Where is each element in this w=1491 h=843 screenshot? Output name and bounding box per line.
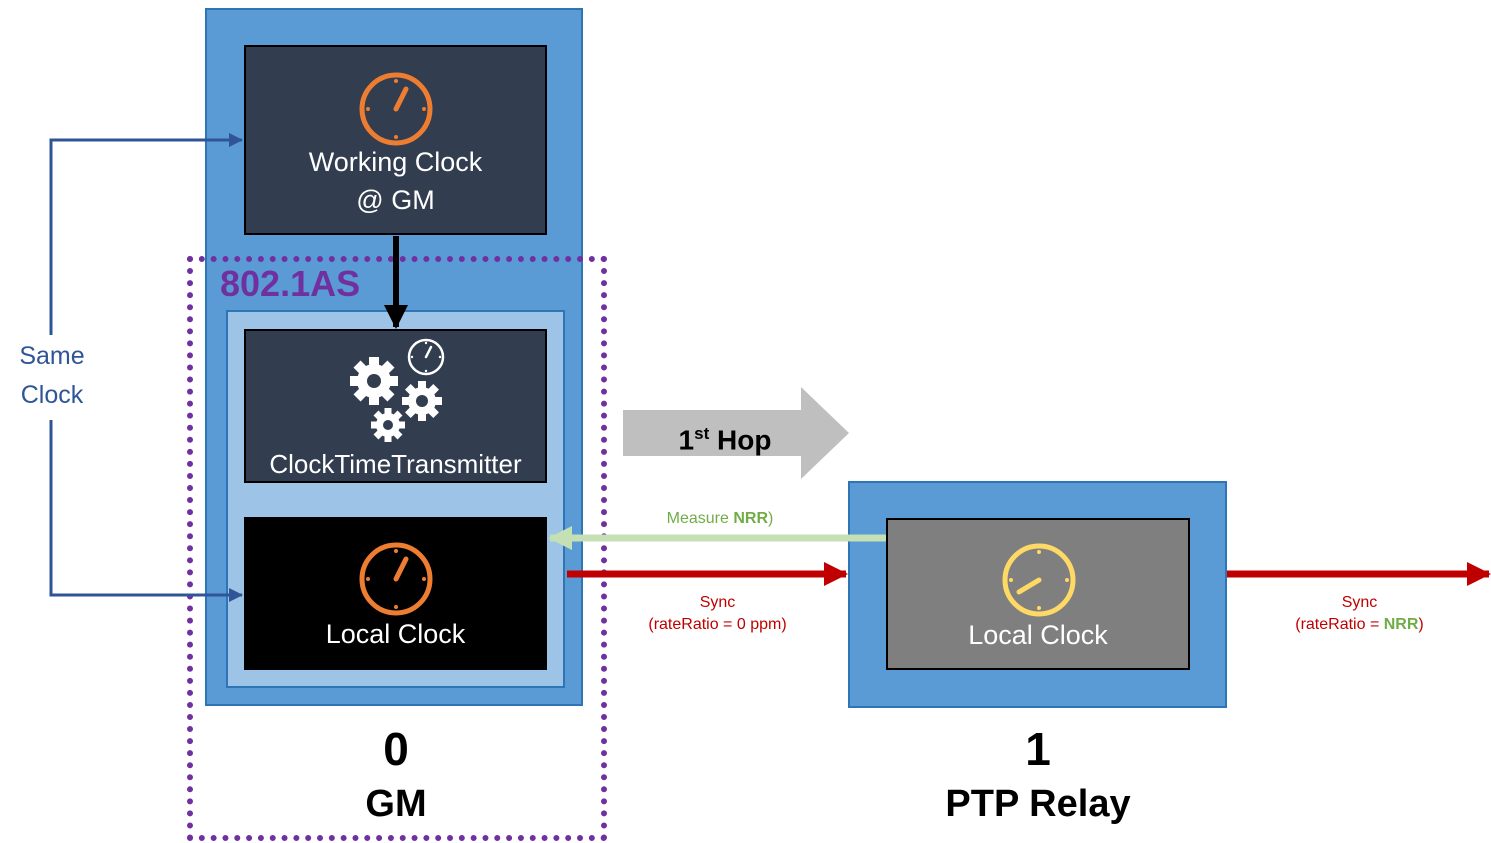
same-clock-line1: Same <box>19 342 85 370</box>
gm-node-name: GM <box>365 783 427 825</box>
sync-relay-suffix: ) <box>1418 616 1424 633</box>
gm-node-number: 0 <box>383 723 409 775</box>
working-clock-subtitle: @ GM <box>356 185 435 215</box>
same-clock-label: Same Clock <box>8 337 96 415</box>
hop-superscript: st <box>694 424 710 443</box>
relay-local-clock-box: Local Clock <box>886 518 1190 670</box>
sync-relay-line2: (rateRatio = NRR) <box>1262 614 1457 636</box>
clock-icon <box>359 542 433 616</box>
sync-relay-bold: NRR <box>1383 616 1419 633</box>
sync-relay-label: Sync (rateRatio = NRR) <box>1262 592 1457 636</box>
hop-word: Hop <box>717 424 772 456</box>
relay-node-name: PTP Relay <box>945 783 1131 825</box>
sync-gm-line2: (rateRatio = 0 ppm) <box>648 616 787 633</box>
sync-relay-line1: Sync <box>1341 594 1378 611</box>
standard-label: 802.1AS <box>220 262 361 306</box>
working-clock-title: Working Clock <box>308 147 483 177</box>
sync-relay-prefix: (rateRatio = <box>1295 616 1384 633</box>
relay-local-clock-label: Local Clock <box>968 620 1108 650</box>
measure-suffix: ) <box>768 510 774 527</box>
hop-label: 1st Hop <box>660 414 790 460</box>
measure-nrr-label: Measure NRR) <box>640 508 800 530</box>
clock-time-transmitter-box: ClockTimeTransmitter <box>244 329 547 483</box>
clock-icon <box>407 338 445 376</box>
clock-icon <box>359 72 433 146</box>
relay-node-number: 1 <box>1025 723 1051 775</box>
gm-local-clock-box: Local Clock <box>244 517 547 670</box>
sync-gm-label: Sync (rateRatio = 0 ppm) <box>620 592 815 636</box>
same-clock-line2: Clock <box>20 381 84 409</box>
gears-icon <box>350 357 442 442</box>
transmitter-label: ClockTimeTransmitter <box>269 449 522 479</box>
measure-prefix: Measure <box>666 510 734 527</box>
measure-bold: NRR <box>733 510 769 527</box>
hop-number: 1 <box>678 424 695 456</box>
working-clock-box: Working Clock @ GM <box>244 45 547 235</box>
sync-gm-line1: Sync <box>699 594 736 611</box>
gm-local-clock-label: Local Clock <box>325 619 466 649</box>
clock-icon <box>1002 543 1076 617</box>
